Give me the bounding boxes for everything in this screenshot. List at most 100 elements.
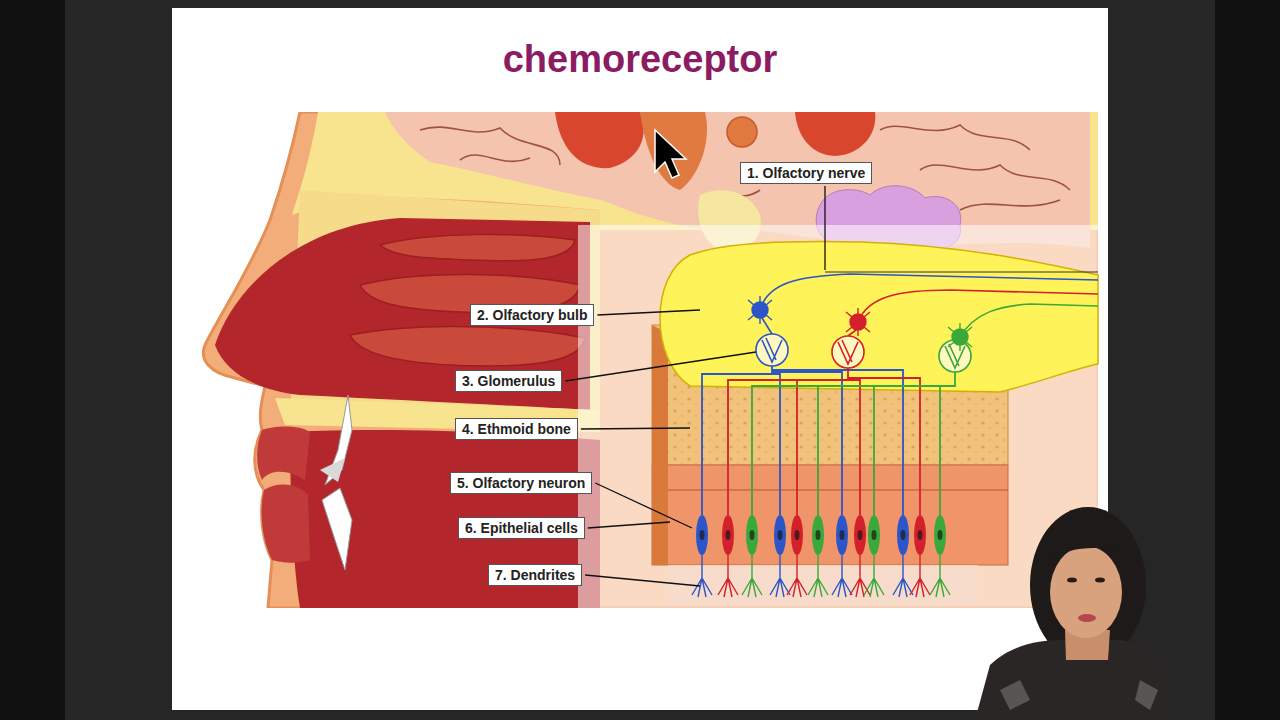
- leader-line: [588, 522, 670, 528]
- olfactory-neurons: [722, 515, 734, 555]
- callout-label: 6. Epithelial cells: [458, 517, 585, 539]
- mitral-cells: [846, 312, 870, 332]
- brain-gyri: [920, 165, 1070, 190]
- label-text: 4. Ethmoid bone: [462, 420, 571, 438]
- label-text: 3. Glomerulus: [462, 372, 555, 390]
- presenter-webcam: [975, 507, 1175, 720]
- blouse-pattern: [1000, 680, 1158, 710]
- mouse-cursor: [655, 130, 686, 178]
- slide-title: chemoreceptor: [172, 38, 1108, 81]
- neuron-dendrites: [787, 555, 807, 597]
- nerve-fibres: [825, 272, 1098, 273]
- neuron-axons: [939, 386, 941, 515]
- glomeruli: [832, 336, 864, 368]
- olfactory-neurons: [836, 515, 848, 555]
- face-tissue: [203, 112, 1098, 608]
- presenter-eye: [1095, 578, 1105, 583]
- callout-label: 3. Glomerulus: [455, 370, 562, 392]
- leader-line: [585, 575, 700, 586]
- nasal-turbinates: [350, 327, 585, 366]
- olfactory-neurons: [750, 530, 755, 540]
- olfactory-neurons: [746, 515, 946, 555]
- ethmoid-side: [652, 325, 668, 565]
- olfactory-neurons: [795, 530, 800, 540]
- olfactory-neurons: [696, 515, 946, 555]
- olfactory-neurons: [696, 515, 708, 555]
- lower-tooth: [322, 488, 352, 570]
- optic-region: [640, 112, 707, 190]
- olfactory-neurons: [938, 530, 943, 540]
- olfactory-neurons: [812, 515, 824, 555]
- mitral-cells: [846, 312, 870, 332]
- leader-line: [581, 428, 690, 429]
- neuron-dendrites: [864, 555, 884, 597]
- nerve-fibres: [762, 318, 772, 334]
- nasal-turbinates: [380, 235, 575, 261]
- mitral-cells: [748, 300, 772, 320]
- head-section: [203, 112, 1098, 608]
- lower-lip: [262, 485, 310, 563]
- mitral-cells: [948, 327, 972, 347]
- presenter-face: [1050, 546, 1122, 638]
- label-text: 7. Dendrites: [495, 566, 575, 584]
- nerve-fibres: [848, 330, 856, 336]
- label-text: 6. Epithelial cells: [465, 519, 578, 537]
- neuron-axons: [772, 372, 842, 515]
- leader-line: [565, 352, 756, 381]
- olfactory-neurons: [897, 515, 909, 555]
- neuron-dendrites: [930, 555, 950, 597]
- nerve-fibres: [960, 304, 1098, 337]
- leader-line: [595, 483, 692, 528]
- callout-label: 4. Ethmoid bone: [455, 418, 578, 440]
- temporal-lobe-base: [795, 112, 875, 156]
- label-text: 1. Olfactory nerve: [747, 164, 865, 182]
- olfactory-neurons: [722, 515, 926, 555]
- neuron-axons: [752, 372, 955, 515]
- glomeruli: [939, 340, 971, 372]
- presenter-lips: [1078, 614, 1096, 622]
- glomeruli: [838, 340, 858, 364]
- neuron-dendrites: [770, 555, 790, 597]
- mitral-cells: [952, 329, 968, 345]
- mitral-cells: [748, 300, 772, 320]
- brain-gyri: [420, 127, 560, 165]
- presenter-hair: [1030, 507, 1146, 663]
- nerve-fibres: [760, 272, 1098, 345]
- callout-label: 5. Olfactory neuron: [450, 472, 592, 494]
- olfactory-neurons: [854, 515, 866, 555]
- olfactory-neurons: [918, 530, 923, 540]
- neuron-axons: [702, 366, 955, 515]
- mitral-cells: [752, 302, 768, 318]
- presenter-fringe: [1050, 539, 1122, 560]
- neuron-axons: [702, 366, 772, 515]
- epithelium: [652, 465, 1008, 565]
- nasal-turbinates: [350, 235, 585, 366]
- glomeruli: [945, 344, 965, 368]
- tooth: [320, 458, 345, 482]
- callout-label: 2. Olfactory bulb: [470, 304, 594, 326]
- olfactory-neurons: [700, 530, 705, 540]
- olfactory-neurons: [816, 530, 821, 540]
- mitral-cells: [948, 327, 972, 347]
- neuron-axons: [848, 378, 920, 515]
- neuron-dendrites: [692, 555, 712, 597]
- brain-gyri: [880, 125, 1030, 150]
- neuron-axons: [728, 368, 848, 515]
- slide-background: [172, 8, 1108, 710]
- mitral-cells: [748, 296, 772, 324]
- mitral-cells: [846, 308, 870, 336]
- glomeruli: [762, 338, 782, 362]
- neuron-axons: [873, 386, 875, 515]
- label-text: 5. Olfactory neuron: [457, 474, 585, 492]
- olfactory-neurons: [858, 530, 863, 540]
- neuron-axons: [848, 380, 860, 515]
- callout-label: 1. Olfactory nerve: [740, 162, 872, 184]
- leader-lines: [565, 186, 825, 586]
- mitral-cells: [850, 314, 866, 330]
- olfactory-neurons: [700, 530, 943, 540]
- leader-line: [597, 310, 700, 315]
- neuron-axons: [817, 386, 819, 515]
- neuron-dendrites: [910, 555, 930, 597]
- olfactory-neurons: [778, 530, 783, 540]
